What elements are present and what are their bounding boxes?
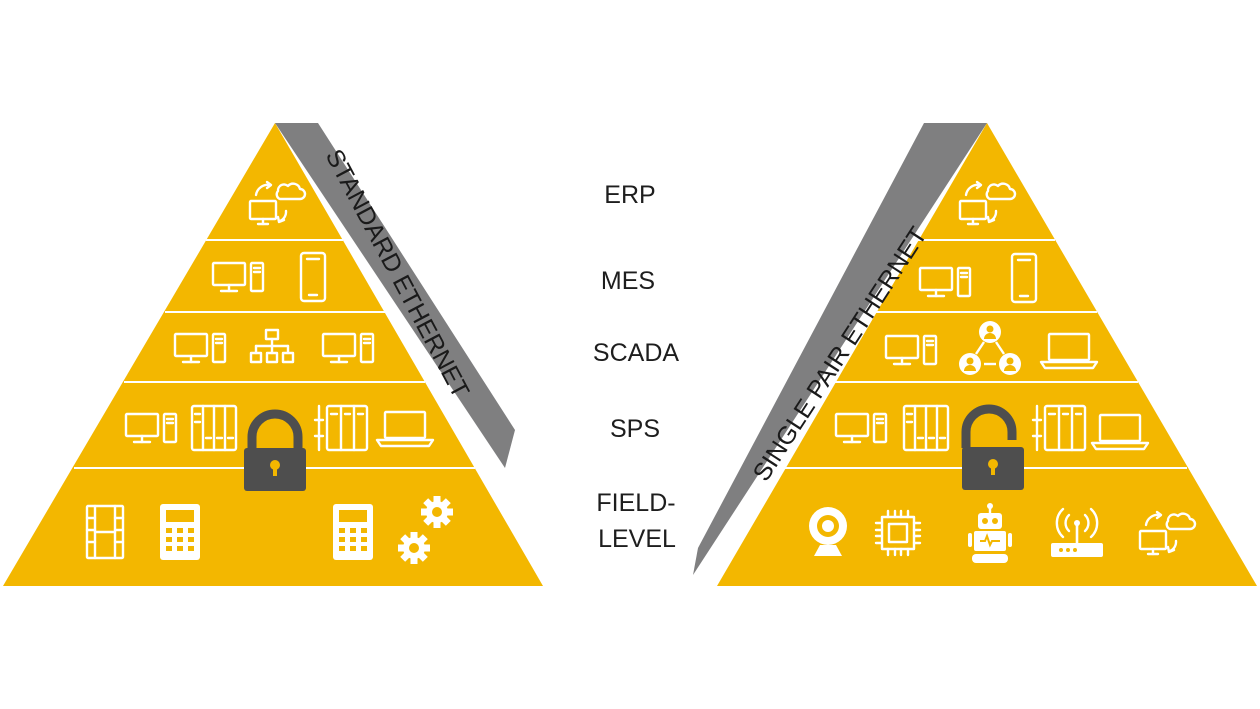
- level-label-erp: ERP: [604, 181, 655, 209]
- left-pyramid-body: [3, 123, 543, 586]
- right-pyramid: SINGLE PAIR ETHERNET: [693, 123, 1257, 586]
- calculator-icon: [333, 504, 373, 560]
- level-label-scada: SCADA: [593, 339, 679, 367]
- right-band: [693, 123, 987, 575]
- level-label-level: LEVEL: [598, 525, 676, 553]
- left-band: [275, 123, 515, 468]
- level-label-sps: SPS: [610, 415, 660, 443]
- open-lock-icon: [961, 404, 1024, 490]
- level-label-mes: MES: [601, 267, 655, 295]
- calculator-icon: [160, 504, 200, 560]
- level-labels: ERP MES SCADA SPS FIELD- LEVEL: [593, 181, 679, 553]
- left-pyramid: STANDARD ETHERNET: [3, 123, 543, 586]
- closed-lock-icon: [244, 409, 306, 491]
- right-pyramid-body: [717, 123, 1257, 586]
- level-label-field: FIELD-: [596, 489, 675, 517]
